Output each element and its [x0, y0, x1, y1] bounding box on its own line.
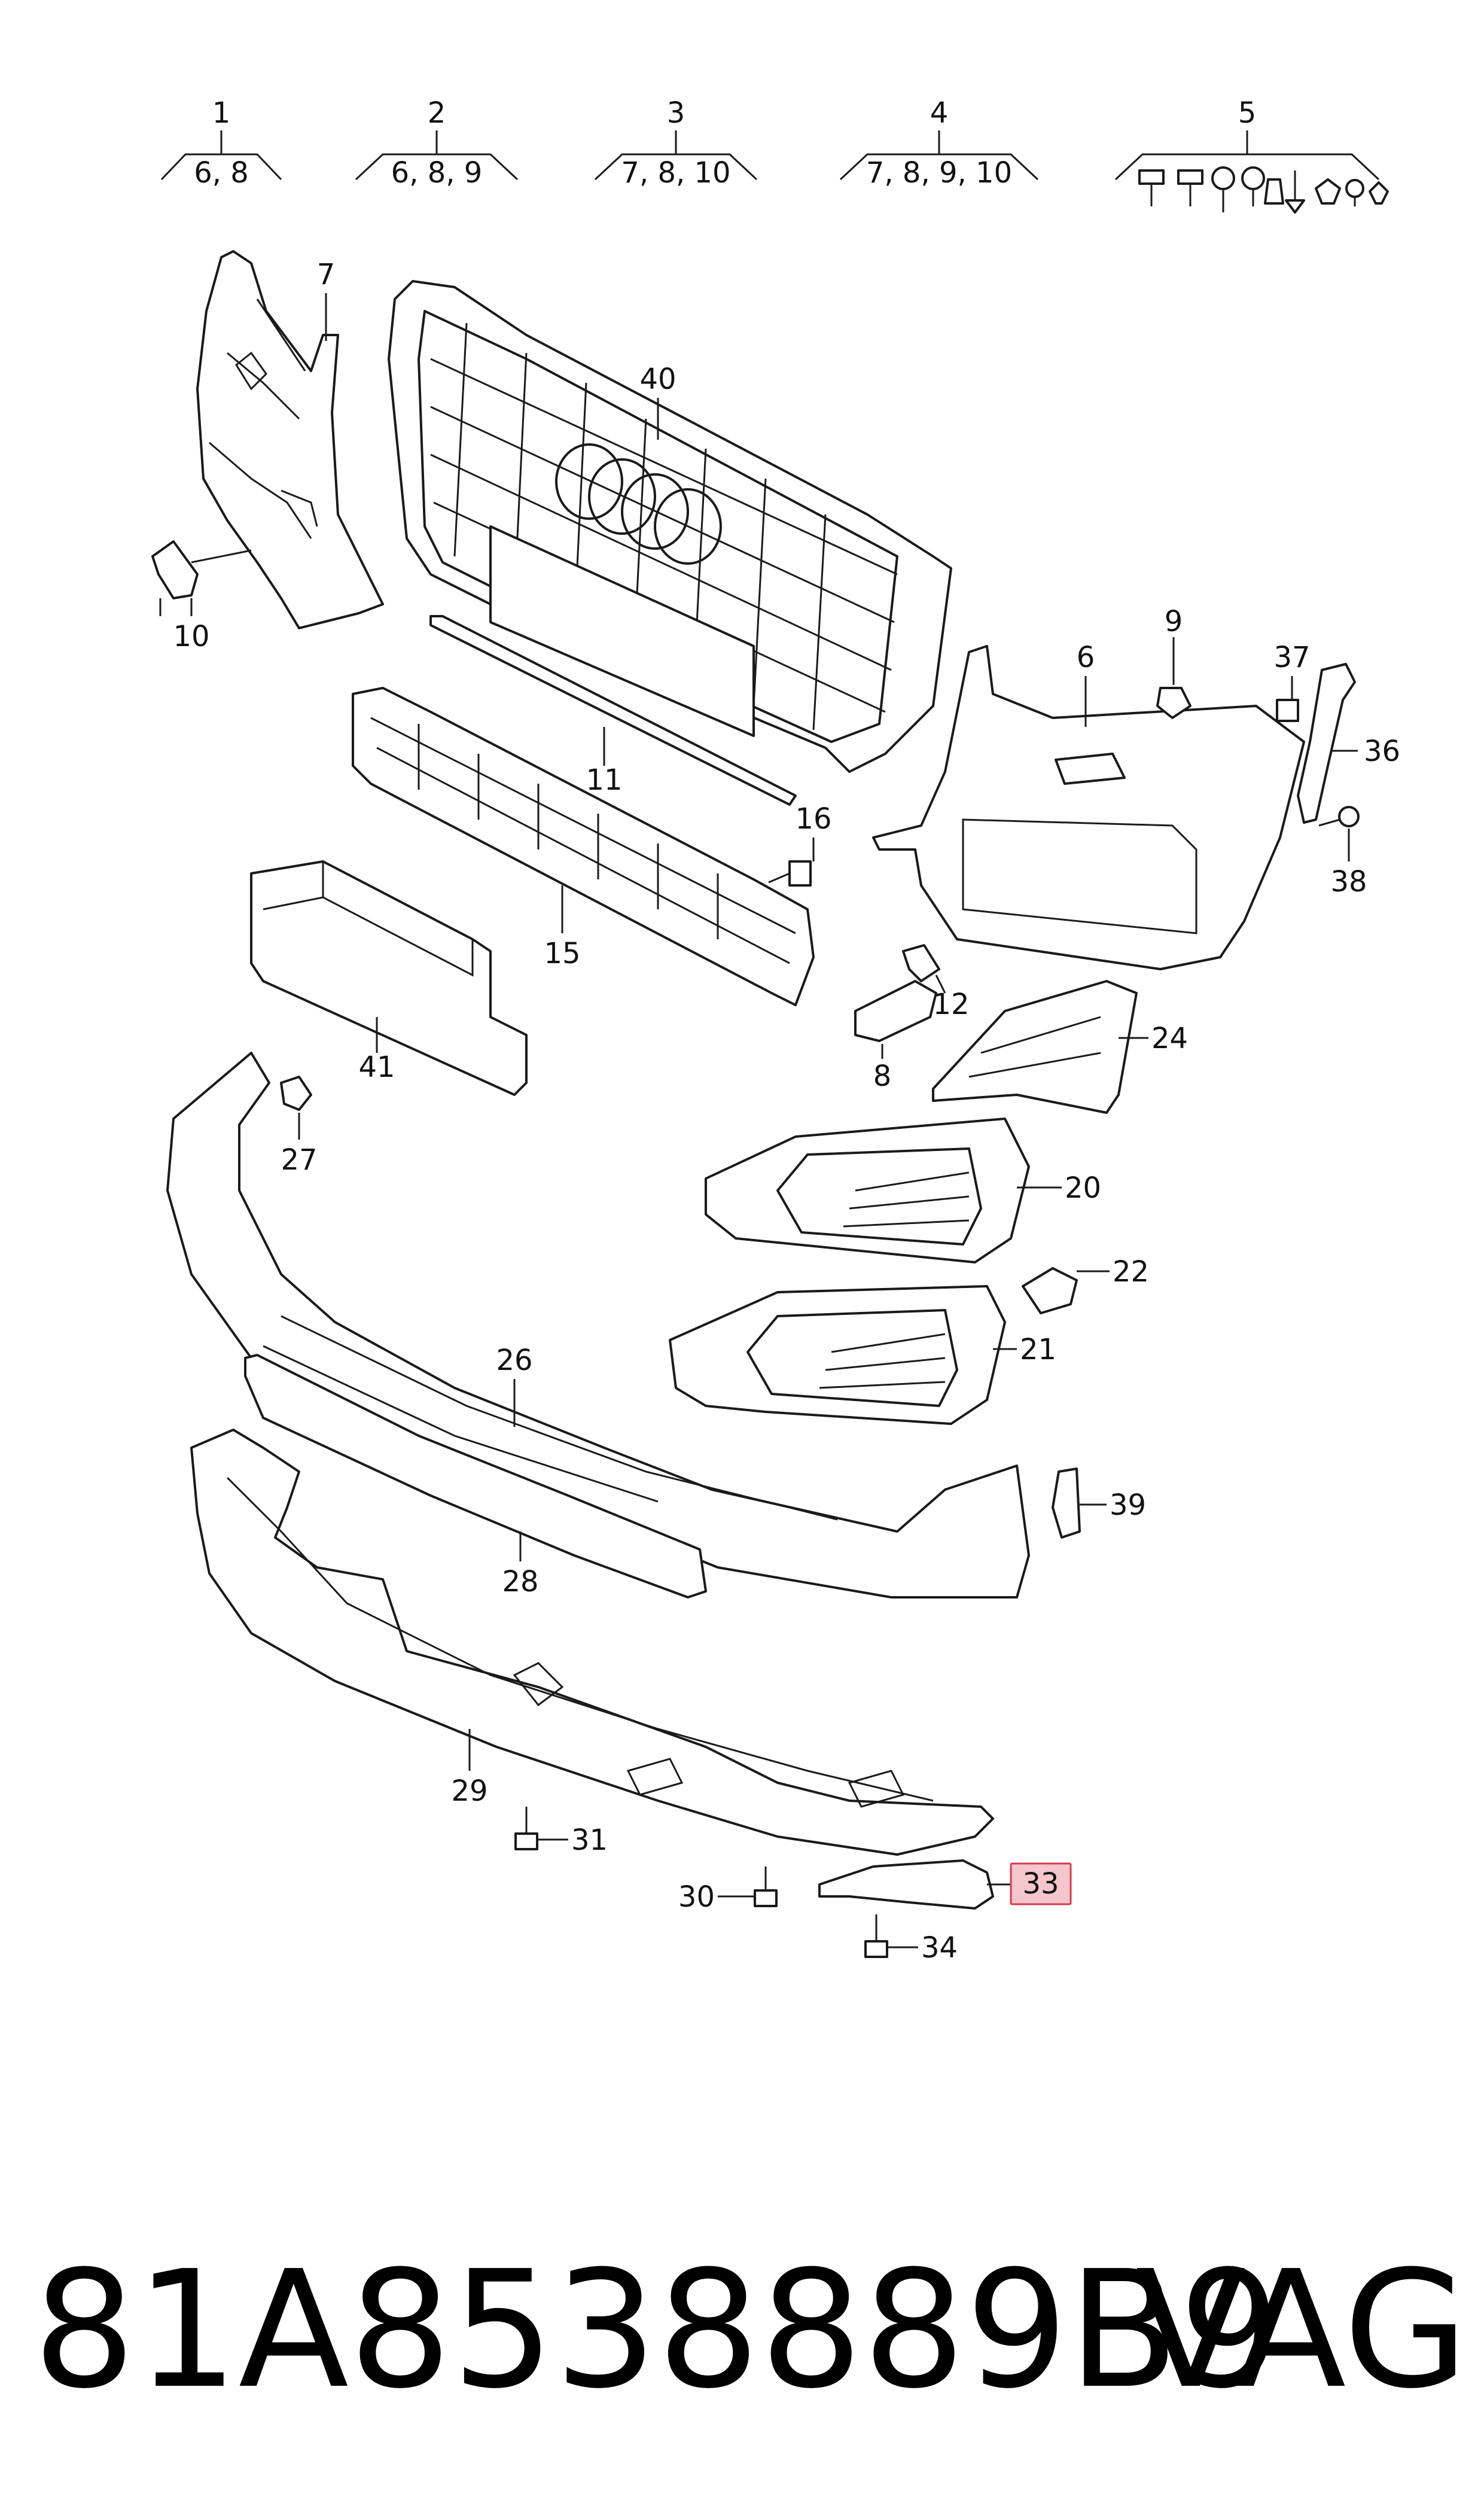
callout-30: 30: [678, 1880, 715, 1914]
callout-11: 11: [586, 763, 622, 797]
callout-33: 33: [1022, 1867, 1059, 1901]
callout-41: 41: [358, 1051, 395, 1084]
callout-39: 39: [1110, 1488, 1146, 1522]
group-4-number: 4: [930, 96, 949, 130]
group-3-subparts: 7, 8, 10: [621, 156, 730, 190]
part-20-fog-grille-left: 20: [705, 1118, 1101, 1263]
callout-10: 10: [173, 620, 209, 653]
part-27-clip: 27: [280, 1076, 318, 1177]
audi-rings-logo: [555, 443, 722, 565]
callout-7: 7: [317, 258, 336, 291]
callout-26: 26: [496, 1344, 532, 1377]
part-11-trim-strip: 11: [429, 615, 797, 806]
callout-28: 28: [502, 1565, 538, 1599]
fastener-set-icon: [1138, 166, 1389, 214]
callout-20: 20: [1065, 1171, 1101, 1205]
callout-40: 40: [639, 363, 676, 396]
part-31-bolt: 31: [514, 1807, 608, 1857]
callout-31: 31: [571, 1823, 608, 1857]
exploded-parts-diagram: 1 6, 8 2 6, 8, 9 3 7, 8, 10 4 7, 8, 9, 1…: [151, 96, 1400, 1965]
group-3: 3 7, 8, 10: [594, 96, 758, 190]
part-40-radiator-grille: 40: [388, 280, 952, 773]
callout-38: 38: [1330, 865, 1367, 899]
group-2-subparts: 6, 8, 9: [391, 156, 483, 190]
highlight-box-33: [1010, 1862, 1072, 1905]
part-6-bumper-cover-upper: 6: [872, 641, 1305, 970]
group-3-number: 3: [667, 96, 685, 130]
part-34-bolt: 34: [864, 1914, 958, 1965]
part-24-air-duct: 24: [932, 980, 1188, 1114]
part-28-lower-trim: 28: [244, 1354, 707, 1599]
part-33-corner-trim: 33: [818, 1859, 1072, 1910]
callout-8: 8: [873, 1059, 892, 1093]
callout-15: 15: [544, 937, 580, 970]
part-41-license-plate-bracket: 41: [250, 860, 528, 1096]
callout-37: 37: [1273, 641, 1310, 674]
group-5-number: 5: [1238, 96, 1257, 130]
part-22-bracket: 22: [1022, 1255, 1149, 1314]
part-10-tow-hook-cover: 10: [151, 540, 252, 653]
part-8-washer-cover: 8: [854, 980, 937, 1093]
group-1: 1 6, 8: [160, 96, 282, 190]
group-1-subparts: 6, 8: [194, 156, 249, 190]
part-37-clip: 37: [1273, 641, 1311, 722]
part-30-bolt: 30: [678, 1867, 778, 1914]
part-21-fog-grille-right: 21: [669, 1285, 1056, 1425]
part-12-bracket: 12: [902, 944, 970, 1021]
group-1-number: 1: [212, 96, 231, 130]
part-9-clip: 9: [1156, 605, 1192, 719]
part-7-side-air-guide: 7: [196, 250, 384, 629]
callout-22: 22: [1113, 1255, 1149, 1289]
callout-9: 9: [1165, 605, 1183, 638]
callout-29: 29: [451, 1774, 487, 1808]
group-2: 2 6, 8, 9: [355, 96, 519, 190]
callout-36: 36: [1364, 735, 1400, 768]
part-29-underbody-panel: 29: [190, 1429, 994, 1856]
callout-34: 34: [921, 1931, 958, 1965]
footer-caption: 81A8538889B9 VAG: [33, 2240, 1468, 2420]
part-15-lower-grille: 15: [352, 687, 815, 1006]
callout-12: 12: [933, 988, 969, 1021]
brand-text: VAG: [1135, 2236, 1468, 2424]
group-5: 5: [1114, 96, 1389, 214]
part-39-bracket: 39: [1052, 1467, 1146, 1539]
callout-6: 6: [1077, 641, 1095, 674]
callout-21: 21: [1020, 1333, 1056, 1366]
callout-27: 27: [281, 1143, 317, 1177]
group-4: 4 7, 8, 9, 10: [839, 96, 1039, 190]
callout-16: 16: [795, 802, 831, 836]
part-38-screw: 38: [1318, 806, 1367, 899]
group-2-number: 2: [428, 96, 446, 130]
part-16-screw: 16: [768, 802, 832, 887]
part-number-text: 81A8538889B9: [33, 2236, 1282, 2424]
part-36-side-bracket: 36: [1297, 663, 1400, 824]
group-4-subparts: 7, 8, 9, 10: [866, 156, 1012, 190]
callout-24: 24: [1151, 1022, 1188, 1055]
